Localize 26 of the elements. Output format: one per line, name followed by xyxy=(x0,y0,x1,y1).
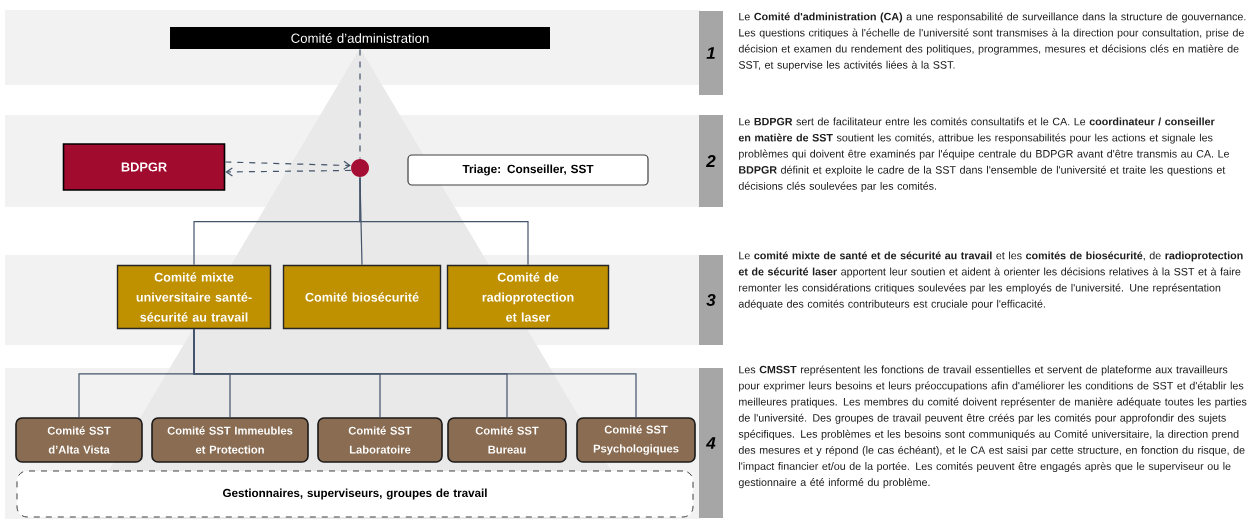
level-number: 2 xyxy=(699,115,723,207)
committee-box: Comité SST d’Alta Vista xyxy=(15,417,143,463)
description-text: Le comité mixte de santé et de sécurité au travail et les comités de biosécurité, de radioprotection et de sécurité laser apportent leur soutien et aident à orienter les décisions relatives à la SST et à faire remonter les considérations critiques soulevées par les employés de l'université. Une représentation adéquate des comités contributeurs est cruciale pour l'efficacité. xyxy=(738,251,1243,310)
description-text: Le Comité d'administration (CA) a une responsabilité de surveillance dans la structure de gouvernance. Les questions critiques à l'échelle de l'université sont transmises à la direction pour consultation, prise de décision et examen du rendement des politiques, programmes, mesures et décisions clés en matière de SST, et supervise les activités liées à la SST. xyxy=(738,12,1246,71)
committee-box: Comité SST Psychologiques xyxy=(576,417,696,463)
office-box: BDPGR xyxy=(62,143,226,191)
role-box: Triage: Conseiller, SST xyxy=(407,154,649,186)
connector xyxy=(193,328,637,418)
committee-box: Comité mixte universitaire santé-sécurité au travail xyxy=(116,264,272,330)
group-box: Gestionnaires, superviseurs, groupes de travail xyxy=(16,470,694,518)
connector xyxy=(224,160,351,170)
committee-box: Comité biosécurité xyxy=(282,264,442,330)
junction-dot xyxy=(351,159,369,177)
level-number: 1 xyxy=(699,11,723,95)
level-number: 3 xyxy=(699,255,723,345)
description-text: Les CMSST représentent les fonctions de travail essentielles et servent de plateforme aux travailleurs pour exprimer leurs besoins et leurs préoccupations afin d'améliorer les conditions de SST et d'établir les meilleures pratiques. Les membres du comité doivent représenter de manière adéquate toutes les parties de l'université. Des groupes de travail peuvent être créés par les comités pour approfondir des sujets spécifiques. Les problèmes et les besoins sont communiqués au Comité universitaire, la direction prend des mesures et y répond (le cas échéant), et le CA est saisi par cette structure, en fonction du risque, de l'impact financier et/ou de la portée. Les comités peuvent être engagés après que le superviseur ou le gestionnaire a été informé du problème. xyxy=(738,365,1247,489)
connector xyxy=(359,48,361,160)
level-number: 4 xyxy=(699,368,723,518)
committee-box: Comité SST Bureau xyxy=(447,417,567,463)
committee-box: Comité SST Immeubles et Protection xyxy=(151,417,309,463)
connector xyxy=(359,176,529,266)
description-text: Le BDPGR sert de facilitateur entre les comités consultatifs et le CA. Le coordinateur / conseiller en matière de SST soutient les comités, attribue les responsabilités pour les actions et signale les problèmes qui doivent être examinés par l'équipe centrale du BDPGR avant d'être transmis au CA. Le BDPGR définit et exploite le cadre de la SST dans l'ensemble de l'université et traite les questions et décisions clés soulevées par les comités. xyxy=(738,117,1229,192)
connector xyxy=(225,167,352,177)
title-bar: Comité d’administration xyxy=(170,27,550,49)
committee-box: Comité SST Laboratoire xyxy=(317,417,443,463)
committee-box: Comité de radioprotection et laser xyxy=(446,264,610,330)
